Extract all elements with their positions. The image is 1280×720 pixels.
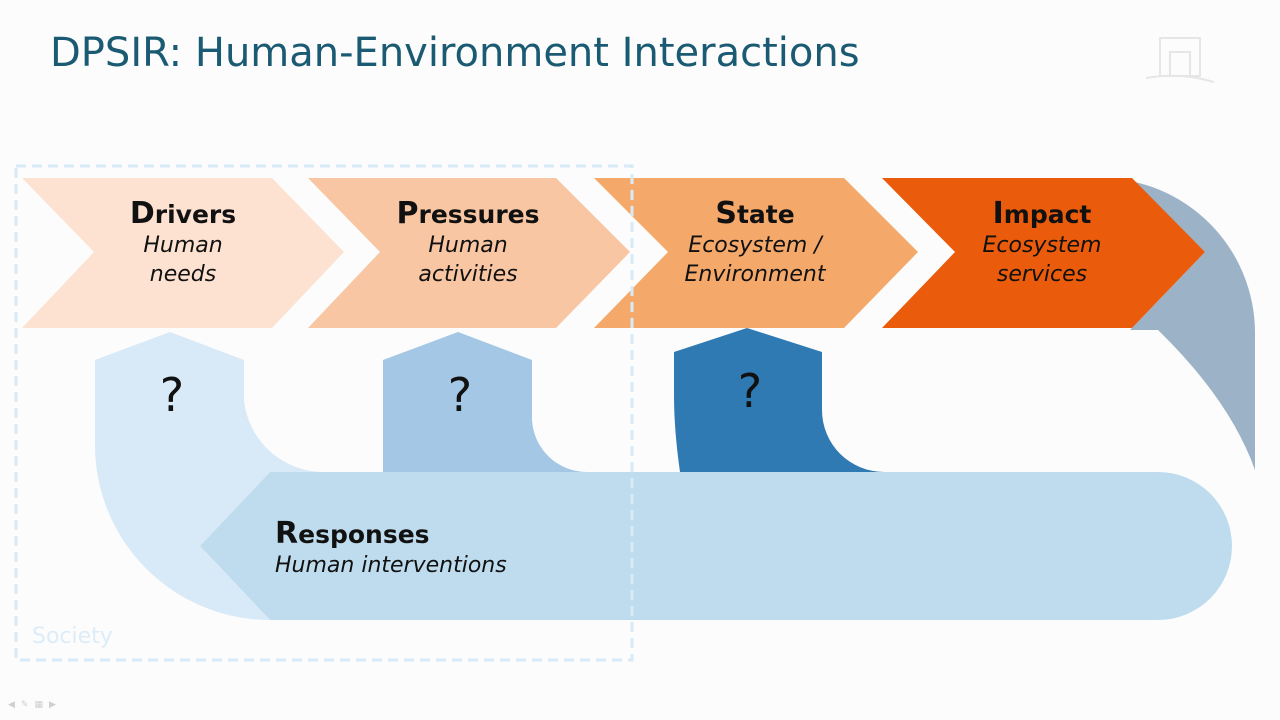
slide-nav: ◀ ✎ ▦ ▶ [8, 700, 56, 710]
responses-band [200, 472, 1232, 620]
response-arrow-state [674, 328, 884, 472]
drivers-unknown: ? [159, 368, 185, 422]
pressures-initial: P [396, 196, 419, 231]
state-initial: S [715, 196, 737, 231]
drivers-chevron [22, 178, 344, 328]
impact-chevron [882, 178, 1205, 328]
responses-initial: R [275, 516, 299, 551]
drivers-line2: needs [149, 262, 217, 287]
state-title: tate [736, 200, 795, 229]
drivers-initial: D [129, 196, 155, 231]
nav-slides-icon[interactable]: ▦ [34, 700, 43, 710]
nav-pen-icon[interactable]: ✎ [20, 700, 29, 710]
responses-label: Responses Human interventions [275, 516, 507, 580]
state-line2: Environment [684, 262, 826, 287]
impact-loop [1100, 178, 1255, 470]
slide-title: DPSIR: Human-Environment Interactions [50, 30, 860, 76]
presentation-logo-icon [1145, 37, 1215, 83]
nav-prev-icon[interactable]: ◀ [8, 700, 15, 710]
response-arrow-drivers [95, 332, 324, 620]
society-box [14, 164, 634, 662]
pressures-label: Pressures Human activities [386, 196, 550, 289]
state-unknown: ? [737, 364, 763, 418]
nav-next-icon[interactable]: ▶ [48, 700, 56, 710]
impact-line2: services [996, 262, 1088, 287]
pressures-chevron [308, 178, 630, 328]
impact-line1: Ecosystem [982, 233, 1102, 258]
society-label: Society [32, 624, 113, 649]
drivers-title: rivers [154, 200, 237, 229]
state-chevron [594, 178, 918, 328]
state-label: State Ecosystem / Environment [670, 196, 840, 289]
pressures-line2: activities [418, 262, 518, 287]
response-arrow-pressures [383, 332, 587, 473]
impact-title: mpact [1003, 200, 1092, 229]
impact-label: Impact Ecosystem services [960, 196, 1124, 289]
state-line1: Ecosystem / [688, 233, 822, 258]
responses-line1: Human interventions [275, 553, 507, 578]
drivers-line1: Human [143, 233, 223, 258]
pressures-line1: Human [428, 233, 508, 258]
pressures-title: ressures [418, 200, 540, 229]
responses-title: esponses [298, 520, 430, 549]
drivers-label: Drivers Human needs [100, 196, 266, 289]
impact-initial: I [992, 196, 1004, 231]
pressures-unknown: ? [447, 368, 473, 422]
